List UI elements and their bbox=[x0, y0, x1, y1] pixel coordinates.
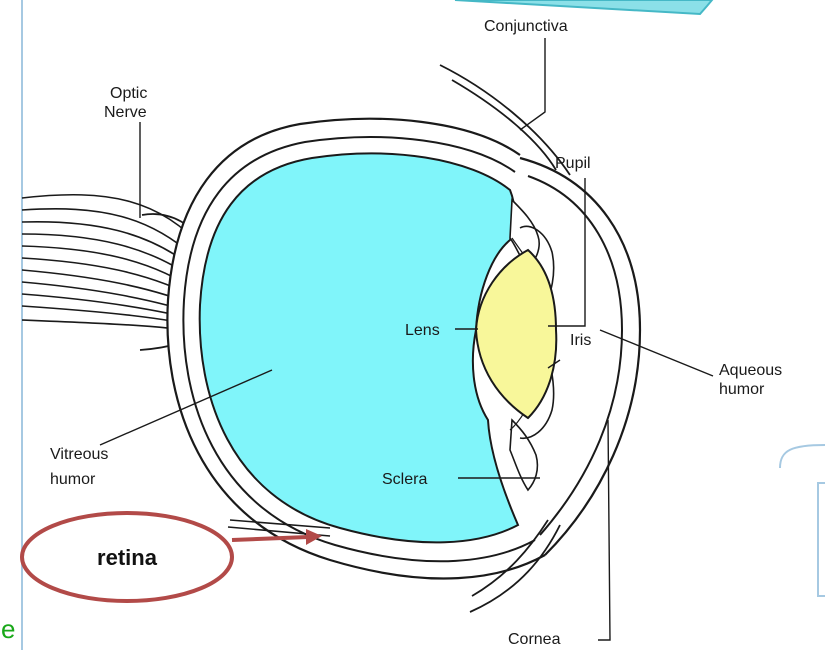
pupil-label: Pupil bbox=[555, 155, 591, 172]
optic-nerve-label-line2: Nerve bbox=[104, 104, 147, 121]
vitreous-humor-label-line2: humor bbox=[50, 471, 96, 488]
top-callout-pointer bbox=[455, 0, 712, 14]
left-edge-text-fragment: e bbox=[1, 614, 15, 644]
aqueous-humor-label-line1: Aqueous bbox=[719, 362, 782, 379]
vitreous-humor-label-line1: Vitreous bbox=[50, 446, 108, 463]
optic-nerve-label-line1: Optic bbox=[110, 85, 147, 102]
aqueous-humor-label-line2: humor bbox=[719, 381, 765, 398]
retina-label: retina bbox=[97, 545, 158, 570]
sclera-label: Sclera bbox=[382, 471, 427, 488]
cornea-label: Cornea bbox=[508, 631, 561, 648]
iris-label: Iris bbox=[570, 332, 591, 349]
conjunctiva-label: Conjunctiva bbox=[484, 18, 568, 35]
right-panel-box bbox=[818, 483, 825, 596]
lens-label: Lens bbox=[405, 322, 440, 339]
right-panel-corner bbox=[780, 445, 825, 468]
